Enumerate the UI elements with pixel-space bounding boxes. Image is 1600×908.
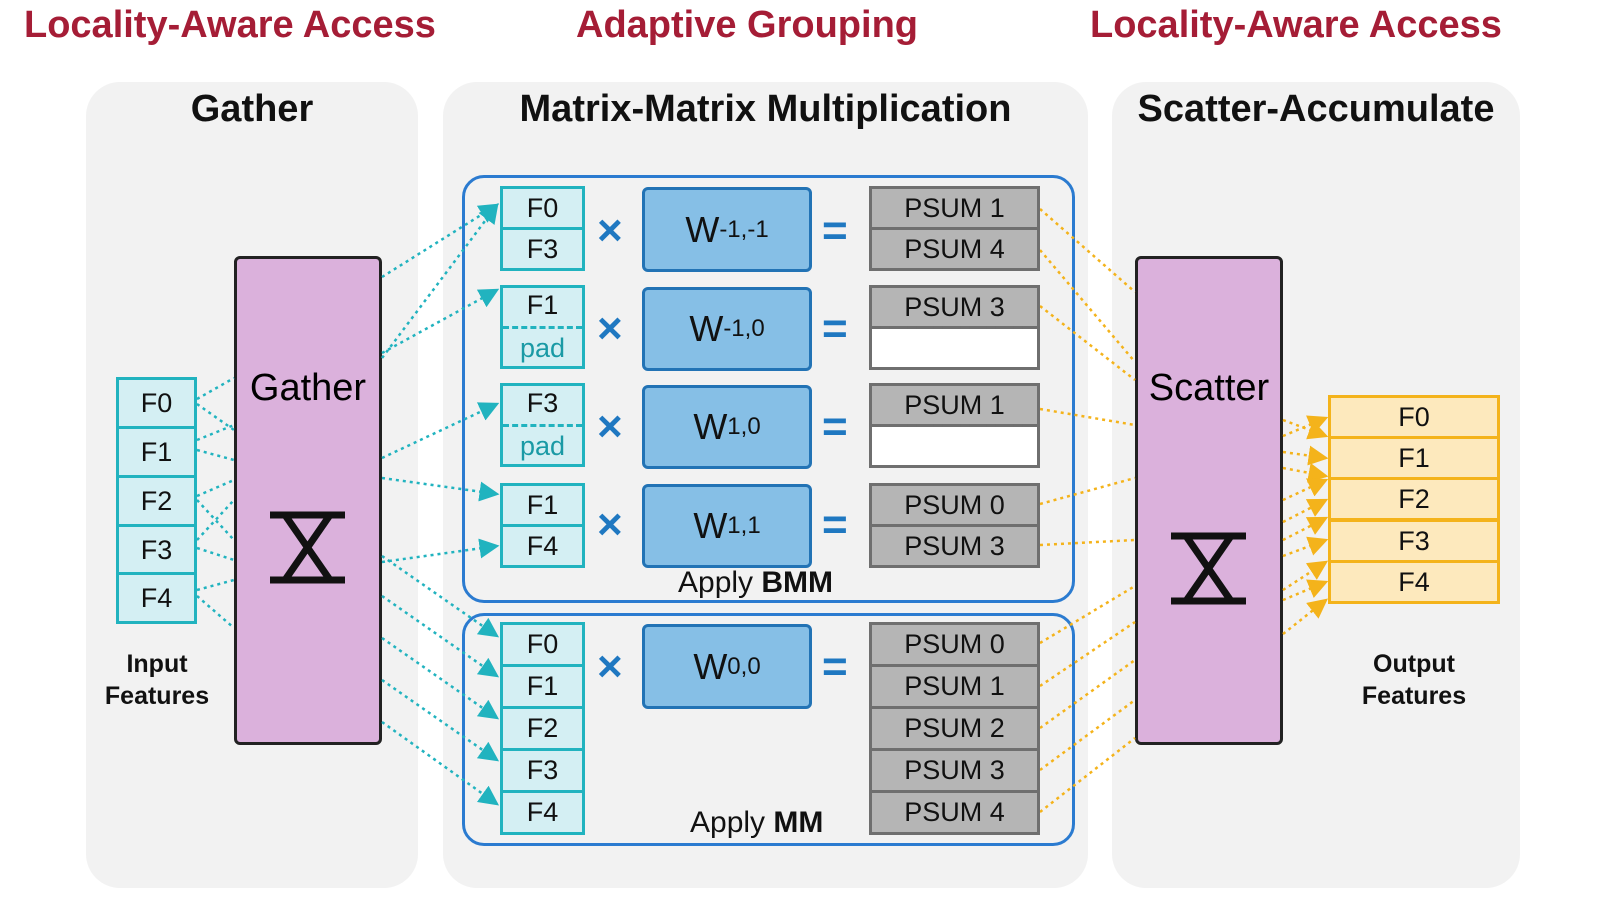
output-feature-f2: F2 [1328, 477, 1500, 521]
bmm-row0-input-0: F0 [500, 186, 585, 230]
scatter-panel-title: Scatter-Accumulate [1137, 88, 1495, 130]
mm-input-1: F1 [500, 664, 585, 709]
equals-icon: = [822, 402, 848, 451]
bmm-row1-input-stack: F1 pad [500, 285, 585, 369]
input-feature-f2: F2 [116, 475, 197, 527]
bmm-row2-psum-empty [869, 424, 1040, 468]
mm-input-2: F2 [500, 706, 585, 751]
input-feature-f1: F1 [116, 426, 197, 478]
times-icon: × [597, 500, 623, 549]
input-feature-f4: F4 [116, 572, 197, 624]
apply-mm-label: Apply MM [690, 806, 824, 839]
bmm-row2-input-0: F3 [526, 388, 559, 418]
output-feature-f0: F0 [1328, 395, 1500, 439]
input-features-label: Input Features [104, 650, 210, 710]
bmm-row1-input-0: F1 [526, 290, 559, 320]
scatter-block: Scatter [1135, 256, 1283, 745]
bmm-row3-input-0: F1 [500, 483, 585, 527]
output-feature-f4: F4 [1328, 560, 1500, 604]
bmm-row3-psum-0: PSUM 0 [869, 483, 1040, 527]
output-features-label: Output Features [1361, 650, 1467, 710]
header-left: Locality-Aware Access [24, 4, 436, 46]
header-center: Adaptive Grouping [576, 4, 918, 46]
gather-panel-title: Gather [190, 88, 314, 130]
psum-separator [872, 326, 1037, 329]
bmm-row0-input-1: F3 [500, 227, 585, 271]
equals-icon: = [822, 500, 848, 549]
mm-group [462, 613, 1075, 846]
bmm-row0-psum-1: PSUM 4 [869, 227, 1040, 271]
mm-psum-1: PSUM 1 [869, 664, 1040, 709]
equals-icon: = [822, 304, 848, 353]
equals-icon: = [822, 642, 848, 691]
times-icon: × [597, 402, 623, 451]
mm-input-0: F0 [500, 622, 585, 667]
bmm-row2-psum-0: PSUM 1 [869, 383, 1040, 427]
mm-panel-title: Matrix-Matrix Multiplication [519, 88, 1012, 130]
mm-psum-4: PSUM 4 [869, 790, 1040, 835]
bmm-row1-pad: pad [519, 333, 566, 363]
mm-psum-2: PSUM 2 [869, 706, 1040, 751]
scatter-block-label: Scatter [1148, 367, 1270, 409]
weight-w-1-1: W-1,-1 [642, 187, 812, 272]
input-feature-f0: F0 [116, 377, 197, 429]
bmm-group [462, 175, 1075, 603]
input-to-gather-lines [196, 376, 235, 629]
psum-separator [872, 424, 1037, 427]
mm-psum-0: PSUM 0 [869, 622, 1040, 667]
bmm-row0-psum-0: PSUM 1 [869, 186, 1040, 230]
pad-separator [503, 424, 582, 427]
bmm-row1-psum-empty [869, 326, 1040, 370]
pad-separator [503, 326, 582, 329]
weight-w-1-0: W-1,0 [642, 287, 812, 371]
scatter-to-output-lines [1282, 415, 1329, 635]
mm-psum-3: PSUM 3 [869, 748, 1040, 793]
input-feature-f3: F3 [116, 524, 197, 576]
scatter-crossbar-icon [1171, 532, 1246, 605]
bmm-row2-pad: pad [519, 431, 566, 461]
psum-to-scatter-lines [1039, 208, 1136, 813]
bmm-row1-psum-0: PSUM 3 [869, 285, 1040, 329]
output-feature-f3: F3 [1328, 519, 1500, 563]
gather-block-label: Gather [249, 367, 367, 409]
equals-icon: = [822, 206, 848, 255]
gather-block: Gather [234, 256, 382, 745]
output-feature-f1: F1 [1328, 436, 1500, 480]
bmm-row3-psum-1: PSUM 3 [869, 524, 1040, 568]
bmm-row3-input-1: F4 [500, 524, 585, 568]
mm-input-3: F3 [500, 748, 585, 793]
times-icon: × [597, 206, 623, 255]
times-icon: × [597, 642, 623, 691]
times-icon: × [597, 304, 623, 353]
mm-input-4: F4 [500, 790, 585, 835]
bmm-row2-input-stack: F3 pad [500, 383, 585, 467]
header-right: Locality-Aware Access [1090, 4, 1502, 46]
gather-to-input-lines [381, 203, 500, 806]
apply-bmm-label: Apply BMM [678, 566, 834, 599]
gather-crossbar-icon [270, 511, 345, 584]
